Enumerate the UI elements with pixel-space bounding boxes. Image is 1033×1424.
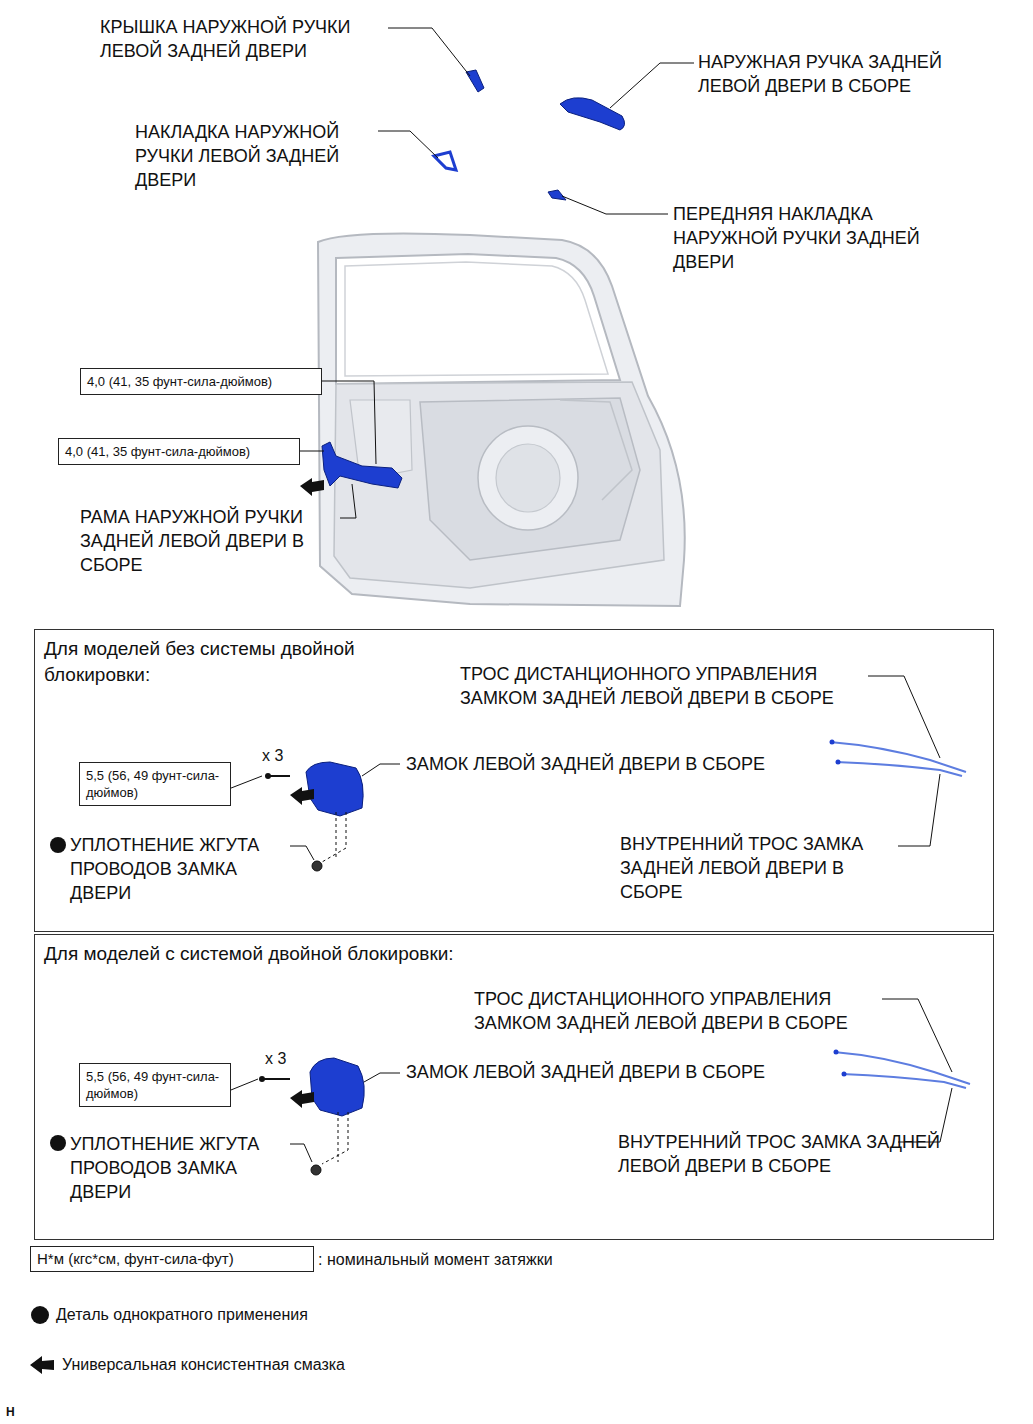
part-name: НАРУЖНАЯ РУЧКА ЗАДНЕЙ ЛЕВОЙ ДВЕРИ В СБОР… [698, 50, 998, 98]
torque-value: Н*м (кгс*см, фунт-сила-фут) [37, 1249, 307, 1269]
part-name: ВНУТРЕННИЙ ТРОС ЗАМКА ЗАДНЕЙ ЛЕВОЙ ДВЕРИ… [618, 1130, 958, 1178]
torque-box: 4,0 (41, 35 фунт-сила-дюймов) [80, 368, 322, 395]
torque-unit-sample: Н*м (кгс*см, фунт-сила-фут) [30, 1246, 314, 1272]
quantity-mark: x 3 [265, 1047, 305, 1071]
torque-box: 5,5 (56, 49 фунт-сила-дюймов) [79, 762, 231, 806]
torque-value: 5,5 (56, 49 фунт-сила-дюймов) [86, 767, 224, 801]
part-name: УПЛОТНЕНИЕ ЖГУТА ПРОВОДОВ ЗАМКА ДВЕРИ [70, 1132, 300, 1204]
quantity-mark: x 3 [262, 744, 302, 768]
part-name: РАМА НАРУЖНОЙ РУЧКИ ЗАДНЕЙ ЛЕВОЙ ДВЕРИ В… [80, 505, 350, 577]
part-name: ВНУТРЕННИЙ ТРОС ЗАМКА ЗАДНЕЙ ЛЕВОЙ ДВЕРИ… [620, 832, 905, 904]
legend-text: Деталь однократного применения [56, 1306, 308, 1323]
legend-entry: : номинальный момент затяжки [318, 1250, 678, 1270]
torque-value: 5,5 (56, 49 фунт-сила-дюймов) [86, 1068, 224, 1102]
page-mark: Н [6, 1400, 36, 1424]
torque-value: 4,0 (41, 35 фунт-сила-дюймов) [65, 443, 293, 460]
torque-box: 5,5 (56, 49 фунт-сила-дюймов) [79, 1063, 231, 1107]
variant-panel: Для моделей с системой двойной блокировк… [34, 934, 994, 1240]
part-name: УПЛОТНЕНИЕ ЖГУТА ПРОВОДОВ ЗАМКА ДВЕРИ [70, 833, 300, 905]
part-name: КРЫШКА НАРУЖНОЙ РУЧКИ ЛЕВОЙ ЗАДНЕЙ ДВЕРИ [100, 15, 395, 63]
torque-box: 4,0 (41, 35 фунт-сила-дюймов) [58, 438, 300, 465]
part-name: ЗАМОК ЛЕВОЙ ЗАДНЕЙ ДВЕРИ В СБОРЕ [406, 1060, 826, 1084]
torque-value: 4,0 (41, 35 фунт-сила-дюймов) [87, 373, 315, 390]
legend-entry: Деталь однократного применения [56, 1305, 456, 1325]
legend-text: Универсальная консистентная смазка [62, 1356, 345, 1373]
part-name: ПЕРЕДНЯЯ НАКЛАДКА НАРУЖНОЙ РУЧКИ ЗАДНЕЙ … [673, 202, 973, 274]
panel-heading: Для моделей без системы двойной блокиров… [35, 630, 464, 688]
legend-entry: Универсальная консистентная смазка [62, 1355, 462, 1375]
part-name: ТРОС ДИСТАНЦИОННОГО УПРАВЛЕНИЯ ЗАМКОМ ЗА… [474, 987, 894, 1035]
panel-heading: Для моделей с системой двойной блокировк… [35, 935, 464, 967]
part-name: НАКЛАДКА НАРУЖНОЙ РУЧКИ ЛЕВОЙ ЗАДНЕЙ ДВЕ… [135, 120, 375, 192]
legend-text: : номинальный момент затяжки [318, 1251, 553, 1268]
part-name: ТРОС ДИСТАНЦИОННОГО УПРАВЛЕНИЯ ЗАМКОМ ЗА… [460, 662, 880, 710]
part-name: ЗАМОК ЛЕВОЙ ЗАДНЕЙ ДВЕРИ В СБОРЕ [406, 752, 826, 776]
